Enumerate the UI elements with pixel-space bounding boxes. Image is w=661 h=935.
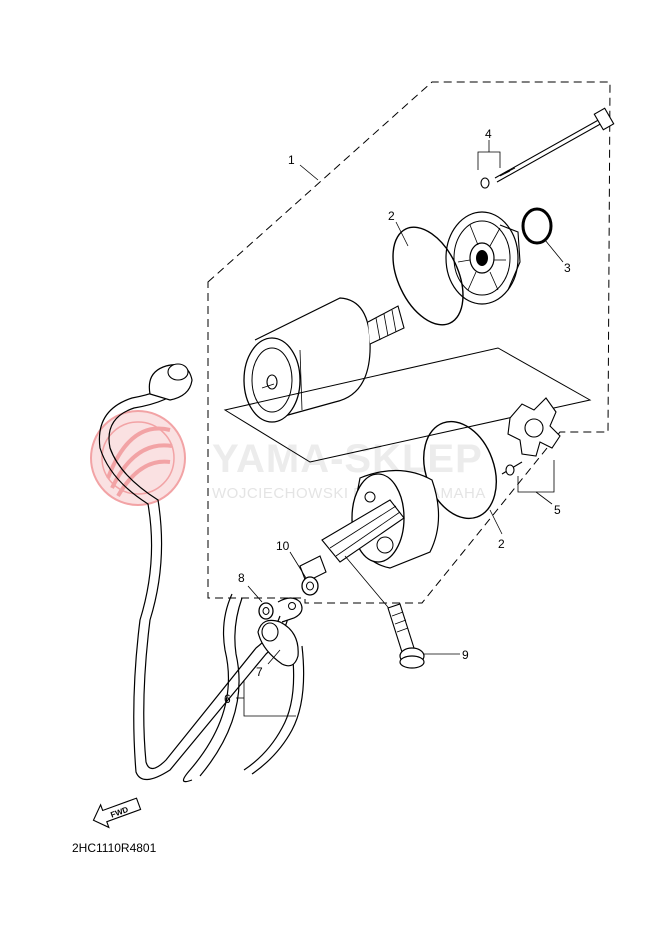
brush-plate-part	[501, 397, 561, 476]
callout-label-3: 3	[564, 261, 571, 275]
callout-label-1: 1	[288, 153, 295, 167]
callout-2-upper: 2	[388, 209, 409, 247]
callout-9: 9	[424, 648, 469, 662]
callout-label-9: 9	[462, 648, 469, 662]
callout-4: 4	[477, 127, 501, 170]
callout-10: 10	[276, 539, 307, 579]
mounting-bolt-part	[344, 555, 425, 669]
callout-6: 6	[224, 680, 296, 717]
callout-label-2-lower: 2	[498, 537, 505, 551]
o-ring-part	[521, 207, 553, 245]
watermark-logo	[90, 410, 186, 506]
terminal-nut-part	[301, 576, 319, 596]
callout-7: 7	[256, 649, 281, 679]
cable-nut-part	[258, 602, 274, 620]
assembly-boundary	[207, 81, 611, 604]
front-cover-part	[445, 211, 521, 305]
callout-label-4: 4	[485, 127, 492, 141]
rear-cover-part	[299, 469, 440, 583]
starter-cable-part	[98, 363, 305, 783]
watermark-tagline: WOJCIECHOWSKI DEALER YAMAHA	[212, 485, 486, 502]
callout-2-lower: 2	[489, 509, 505, 551]
callout-label-10: 10	[276, 539, 290, 553]
motor-yoke-part	[243, 297, 405, 423]
forward-direction-arrow: FWD	[92, 797, 142, 829]
gasket-upper-part	[392, 226, 464, 326]
callout-8: 8	[238, 571, 263, 603]
callout-1: 1	[288, 153, 319, 181]
callout-label-7: 7	[256, 665, 263, 679]
callout-3: 3	[544, 239, 571, 275]
through-bolt-part	[480, 107, 615, 189]
callout-label-5: 5	[554, 503, 561, 517]
callout-label-8: 8	[238, 571, 245, 585]
callout-label-6: 6	[224, 692, 231, 706]
callout-5: 5	[517, 460, 561, 517]
callout-label-2-upper: 2	[388, 209, 395, 223]
terminal-cover-part	[257, 619, 299, 667]
watermark-brand: YAMA-SKLEP	[212, 437, 483, 481]
reference-plane	[223, 347, 592, 463]
drawing-code: 2HC1110R4801	[72, 841, 157, 855]
